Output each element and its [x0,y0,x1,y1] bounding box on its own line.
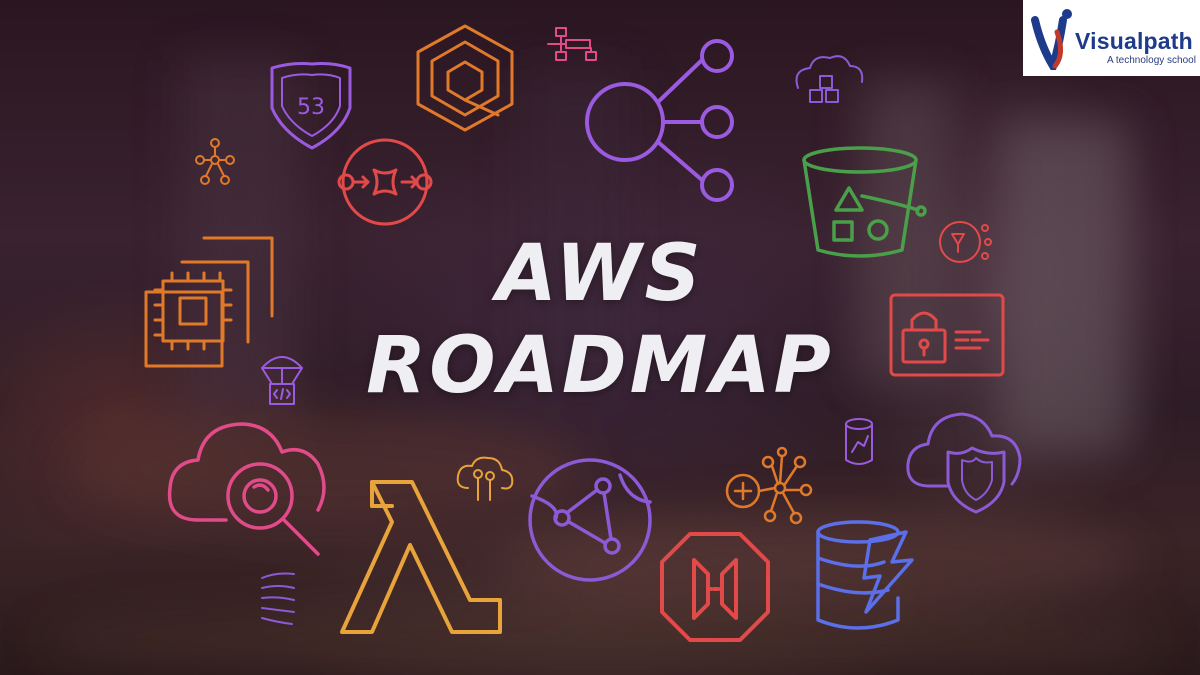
title-line-roadmap: ROADMAP [366,321,834,411]
dynamodb-icon [816,520,914,630]
network-icon [195,138,235,185]
vpc-icon [795,55,864,103]
cloudfront-icon [528,458,652,582]
route53-label: 53 [297,95,325,120]
visualpath-mark-icon [1031,9,1072,70]
ecs-icon [416,24,514,132]
visualpath-logo: Visualpath A technology school [1023,0,1200,76]
iot-icon [939,221,992,263]
appsync-icon [725,446,813,525]
ec2-icon [144,236,274,368]
title-line-aws: AWS [496,229,704,319]
sns-icon [585,39,734,202]
waf-icon [660,532,770,642]
timestream-icon [845,418,873,465]
step-functions-icon [547,27,597,61]
lambda-icon [340,480,502,634]
route53-icon: 53 [270,62,352,150]
cloudwatch-icon [167,422,326,556]
cloud-tree-icon [456,456,514,501]
iam-identity-icon [889,293,1005,377]
eventbridge-icon [337,138,433,226]
cloud-shield-icon [906,412,1022,514]
s3-bucket-icon [802,146,927,258]
kinesis-icon [261,572,295,625]
logo-brand: Visualpath [1075,28,1193,54]
logo-tagline: A technology school [1107,55,1196,66]
page-title: AWS ROADMAP [330,235,870,405]
cloudformation-icon [261,356,303,405]
